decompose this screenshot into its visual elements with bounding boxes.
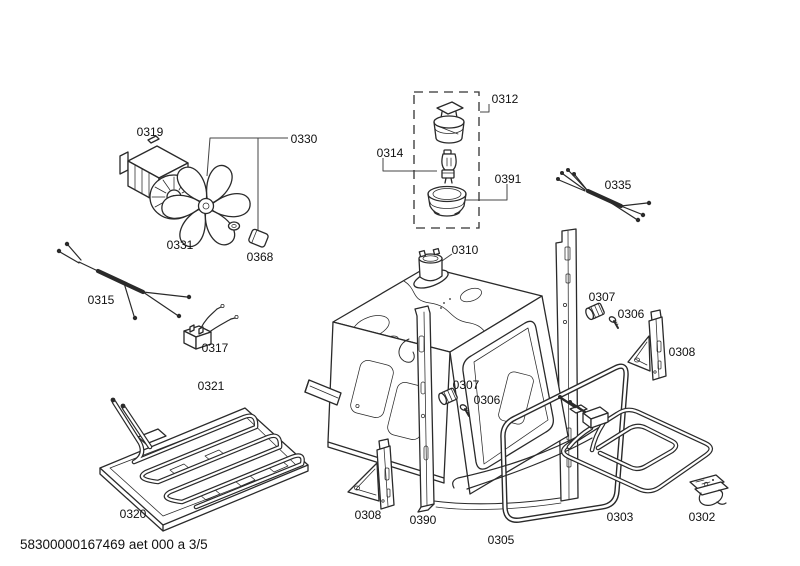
- cable-harness-right-illustration: [556, 168, 652, 223]
- part-label-0310: 0310: [452, 243, 479, 257]
- part-label-0317: 0317: [202, 341, 229, 355]
- lamp-socket-illustration: [433, 101, 465, 144]
- screw-front-illustration: [459, 404, 470, 417]
- bracket-right-illustration: [627, 309, 667, 381]
- part-label-0306-front: 0306: [474, 393, 501, 407]
- part-label-0308-right: 0308: [669, 345, 696, 359]
- lamp-cover-illustration: [427, 185, 467, 217]
- grill-element-illustration: [452, 395, 714, 494]
- cable-harness-left-illustration: [56, 241, 192, 321]
- screw-right-illustration: [608, 316, 619, 329]
- thermostat-illustration: [183, 304, 239, 350]
- lamp-module-dashed-box: [413, 91, 480, 229]
- part-labels: 0319 0330 0331 0368 0312 0314 0391 0310 …: [88, 92, 716, 547]
- part-label-0305: 0305: [488, 533, 515, 547]
- door-gasket-illustration: [500, 363, 629, 523]
- lamp-housing-illustration: [413, 247, 449, 289]
- bushing-front-illustration: [438, 387, 458, 406]
- part-label-0320: 0320: [120, 507, 147, 521]
- part-label-0335: 0335: [605, 178, 632, 192]
- part-label-0314: 0314: [377, 146, 404, 160]
- base-panel-illustration: [99, 407, 309, 532]
- part-label-0319: 0319: [137, 125, 164, 139]
- bushing-right-illustration: [585, 302, 605, 321]
- part-label-0307-front: 0307: [453, 378, 480, 392]
- part-label-0330: 0330: [291, 132, 318, 146]
- part-label-0390: 0390: [410, 513, 437, 527]
- heating-element-bottom-illustration: [110, 397, 305, 510]
- part-label-0302: 0302: [689, 510, 716, 524]
- part-label-0391: 0391: [495, 172, 522, 186]
- bracket-bottom-illustration: [347, 438, 395, 510]
- fan-fastener-illustration: [227, 221, 269, 248]
- part-label-0315: 0315: [88, 293, 115, 307]
- document-footer: 58300000167469 aet 000 a 3/5: [20, 537, 208, 552]
- part-label-0307-right: 0307: [589, 290, 616, 304]
- part-label-0308-bottom: 0308: [355, 508, 382, 522]
- part-label-0368: 0368: [247, 250, 274, 264]
- part-label-0303: 0303: [607, 510, 634, 524]
- fan-impeller-illustration: [161, 164, 251, 248]
- lamp-bulb-illustration: [441, 149, 457, 184]
- part-label-0306-right: 0306: [618, 307, 645, 321]
- oven-cavity-illustration: [304, 228, 579, 513]
- part-label-0331: 0331: [167, 238, 194, 252]
- leader-lines: [206, 104, 508, 264]
- part-label-0312: 0312: [492, 92, 519, 106]
- part-label-0321: 0321: [198, 379, 225, 393]
- clip-illustration: [689, 474, 729, 506]
